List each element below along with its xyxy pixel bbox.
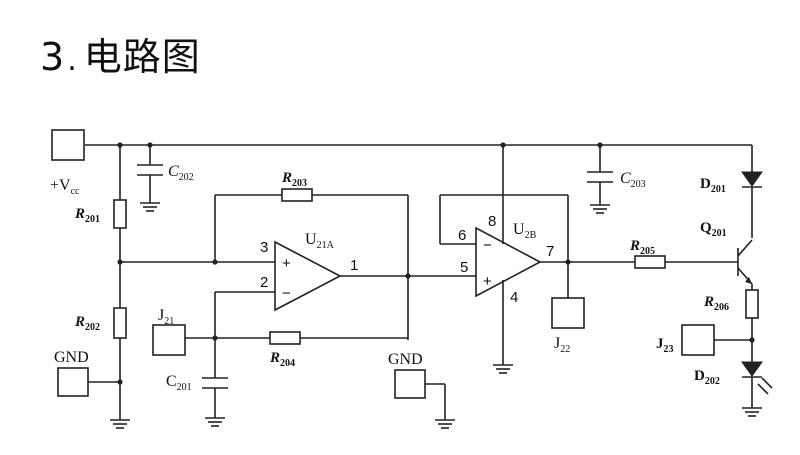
junction-dots — [117, 142, 755, 385]
left-divider — [110, 145, 130, 429]
resistor-r201 — [113, 199, 127, 229]
c203-label: C203 — [620, 170, 646, 190]
gnd-mid-wire — [425, 383, 455, 429]
gnd-left-terminal — [57, 367, 89, 397]
title-text: 电路图 — [83, 35, 201, 79]
page-title: 3.电路图 — [40, 26, 201, 81]
feedback-r203 — [214, 188, 409, 340]
r206-label: R206 — [703, 294, 729, 313]
r203-label: R203 — [281, 170, 307, 189]
diode-d201 — [741, 171, 763, 238]
led-d202 — [741, 361, 773, 417]
d201-label: D201 — [700, 176, 726, 195]
j23-label: J23 — [656, 336, 674, 355]
capacitor-c202 — [137, 145, 163, 212]
j22-label: J22 — [554, 335, 570, 355]
resistor-r205 — [634, 255, 666, 269]
r204-label: R204 — [269, 350, 295, 369]
u21a-label: U21A — [305, 231, 335, 251]
resistor-r203 — [281, 188, 313, 202]
q201-label: Q201 — [700, 220, 727, 239]
gnd-mid-label: GND — [388, 351, 423, 368]
u21a-minus: − — [282, 285, 291, 302]
u2b-pin-8: 8 — [488, 213, 496, 230]
resistor-r206 — [745, 289, 759, 319]
gnd-left-label: GND — [54, 349, 89, 366]
j21-terminal — [152, 324, 186, 356]
j22-terminal — [551, 297, 585, 329]
c201-label: C201 — [166, 373, 192, 393]
j23-terminal — [681, 324, 715, 356]
j21-label: J21 — [158, 307, 174, 327]
opamp-u2b — [439, 145, 640, 374]
d202-label: D202 — [694, 368, 720, 387]
r205-label: R205 — [629, 238, 655, 257]
capacitor-c203 — [587, 145, 613, 214]
u21a-pin-2: 2 — [260, 274, 268, 291]
transistor-q201 — [737, 239, 753, 290]
r202-label: R202 — [74, 314, 100, 333]
c202-label: C202 — [168, 163, 194, 183]
vcc-rail — [85, 144, 753, 172]
r201-label: R201 — [74, 206, 100, 225]
u2b-pin-5: 5 — [460, 259, 468, 276]
u21a-pin-3: 3 — [260, 239, 268, 256]
u2b-plus: + — [483, 273, 492, 290]
u2b-pin-6: 6 — [458, 227, 466, 244]
resistor-r202 — [113, 307, 127, 339]
u2b-pin-7: 7 — [546, 243, 554, 260]
title-number: 3 — [40, 35, 66, 79]
u2b-label: U2B — [513, 221, 537, 241]
u2b-pin-4: 4 — [510, 289, 518, 306]
u21a-input-network — [185, 291, 408, 427]
vcc-terminal — [51, 129, 85, 161]
resistor-r204 — [269, 331, 301, 345]
title-separator: . — [67, 43, 78, 78]
gnd-mid-terminal — [394, 369, 426, 399]
u2b-minus: − — [483, 237, 492, 254]
u21a-plus: + — [282, 255, 291, 272]
u21a-pin-1: 1 — [350, 257, 358, 274]
vcc-label: +Vcc — [50, 177, 80, 197]
